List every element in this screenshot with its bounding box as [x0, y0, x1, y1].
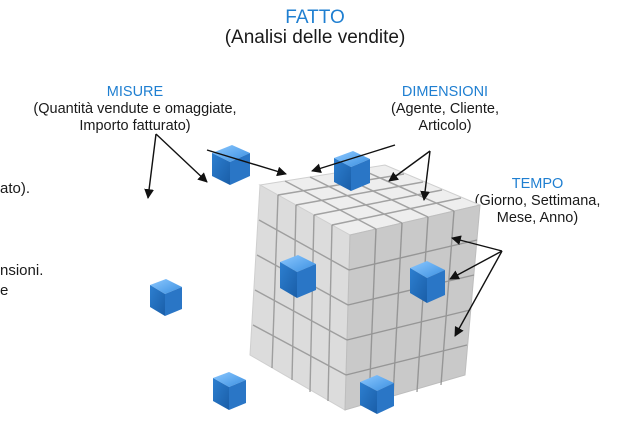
left-fragment-3: e — [0, 282, 9, 299]
measures-arrow-2 — [155, 133, 208, 183]
diagram-title: FATTO (Analisi delle vendite) — [210, 8, 420, 48]
dimensions-arrow-1 — [311, 144, 396, 174]
dimensions-line-2: Articolo) — [418, 118, 472, 134]
time-arrows — [449, 235, 503, 337]
time-line-1: (Giorno, Settimana, — [474, 193, 601, 209]
measures-title: MISURE — [106, 84, 164, 100]
blue-cube-bottom-right — [360, 375, 394, 414]
left-fragment-2: nsioni. — [0, 262, 44, 279]
time-arrow-2 — [449, 250, 503, 280]
measures-line-2: Importo fatturato) — [79, 118, 191, 134]
dimensions-title: DIMENSIONI — [401, 84, 489, 100]
measures-arrows — [144, 133, 287, 199]
data-cube — [249, 164, 482, 411]
blue-cube-center — [280, 255, 316, 298]
time-title: TEMPO — [511, 176, 564, 192]
measures-arrow-1 — [144, 133, 157, 199]
measures-label: MISURE (Quantità vendute e omaggiate, Im… — [0, 84, 270, 135]
dimensions-arrow-3 — [420, 150, 431, 201]
right-grid — [345, 210, 478, 405]
time-line-2: Mese, Anno) — [496, 210, 579, 226]
blue-cube-left — [150, 279, 182, 316]
dimensions-label: DIMENSIONI (Agente, Cliente, Articolo) — [360, 84, 530, 135]
measures-line-1: (Quantità vendute e omaggiate, — [33, 101, 237, 117]
time-label: TEMPO (Giorno, Settimana, Mese, Anno) — [455, 176, 620, 227]
measures-arrow-3 — [206, 149, 287, 177]
dimensions-arrows — [311, 144, 431, 201]
blue-cube-top-left — [212, 145, 250, 185]
dimensions-line-1: (Agente, Cliente, — [390, 101, 499, 117]
dimensions-arrow-2 — [388, 150, 431, 182]
left-fragment-1: ato). — [0, 180, 31, 197]
fact-title: FATTO — [285, 7, 345, 28]
blue-cube-bottom-left — [213, 372, 246, 410]
time-arrow-1 — [451, 235, 503, 252]
blue-cube-right — [410, 261, 445, 303]
time-arrow-3 — [454, 250, 503, 337]
fact-subtitle: (Analisi delle vendite) — [224, 27, 406, 48]
